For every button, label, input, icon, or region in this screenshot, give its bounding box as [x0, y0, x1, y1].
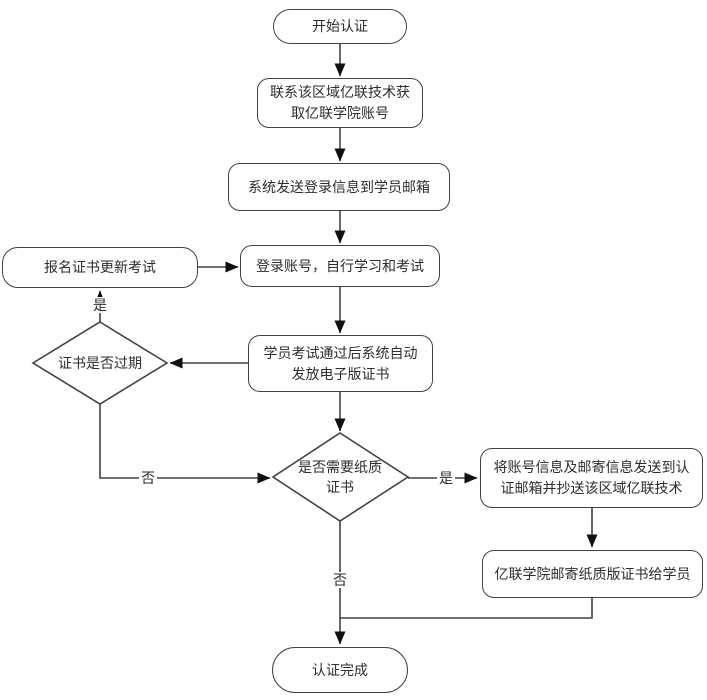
login-study-exam-node: 登录账号，自行学习和考试 — [240, 245, 440, 287]
decision-need-paper-label: 是否需要纸质证书 — [298, 459, 382, 495]
renew-exam-node-label: 报名证书更新考试 — [44, 259, 156, 275]
decision-need-paper-shape — [271, 432, 410, 522]
send-mailing-info-node-label: 将账号信息及邮寄信息发送到认证邮箱并抄送该区域亿联技术 — [493, 459, 690, 496]
contact-tech-node-label: 联系该区域亿联技术获取亿联学院账号 — [270, 84, 410, 121]
edge-label-paper-yes: 是 — [437, 470, 455, 486]
system-send-login-node-label: 系统发送登录信息到学员邮箱 — [248, 178, 430, 195]
edge-label-paper-no: 否 — [331, 572, 349, 588]
renew-exam-node: 报名证书更新考试 — [2, 247, 198, 288]
edge-label-expired-yes: 是 — [91, 297, 109, 313]
decision-cert-expired-shape — [31, 321, 169, 405]
mail-paper-cert-node: 亿联学院邮寄纸质版证书给学员 — [482, 550, 703, 598]
end-node: 认证完成 — [272, 647, 408, 693]
edge-expired-no-to-paper — [99, 404, 271, 484]
end-node-label: 认证完成 — [312, 661, 368, 678]
start-node-label: 开始认证 — [312, 18, 368, 34]
system-send-login-node: 系统发送登录信息到学员邮箱 — [228, 163, 450, 211]
send-mailing-info-node: 将账号信息及邮寄信息发送到认证邮箱并抄送该区域亿联技术 — [480, 448, 703, 508]
contact-tech-node: 联系该区域亿联技术获取亿联学院账号 — [257, 78, 423, 128]
start-node: 开始认证 — [273, 9, 407, 44]
edge-mailcert-to-join — [340, 598, 593, 619]
ecert-issue-node: 学员考试通过后系统自动发放电子版证书 — [248, 335, 433, 392]
ecert-issue-node-label: 学员考试通过后系统自动发放电子版证书 — [263, 344, 418, 382]
edge-label-expired-no: 否 — [139, 470, 157, 486]
mail-paper-cert-node-label: 亿联学院邮寄纸质版证书给学员 — [494, 565, 691, 582]
decision-cert-expired-label: 证书是否过期 — [58, 355, 142, 371]
login-study-exam-node-label: 登录账号，自行学习和考试 — [256, 257, 424, 274]
